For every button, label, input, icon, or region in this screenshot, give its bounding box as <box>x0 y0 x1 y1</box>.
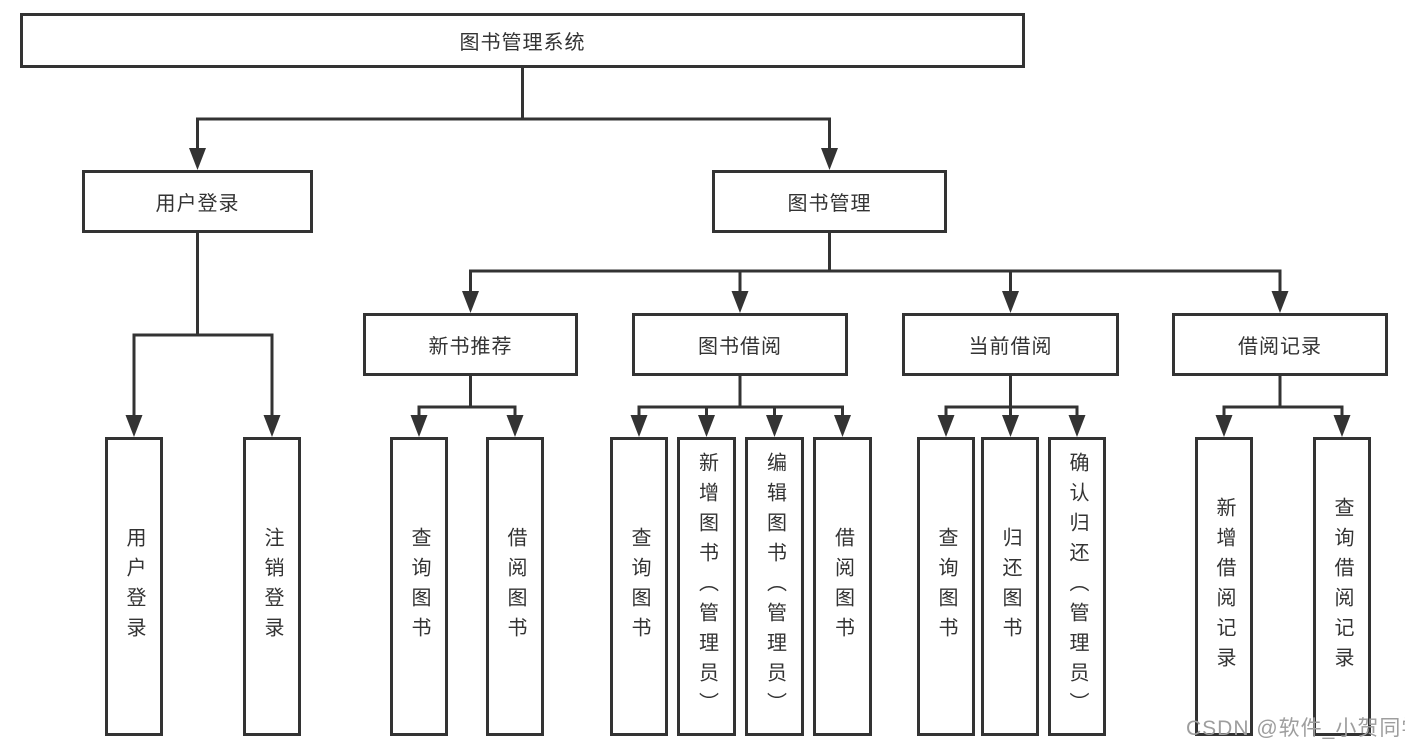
leaf-borrow-books-recommend-label: 借阅图书 <box>504 526 526 647</box>
leaf-borrow-books-recommend: 借阅图书 <box>486 437 544 736</box>
leaf-query-borrow-record-label: 查询借阅记录 <box>1331 496 1353 677</box>
leaf-add-books-admin-label: 新增图书（管理员） <box>695 451 718 722</box>
leaf-borrow-books: 借阅图书 <box>813 437 872 736</box>
leaf-user-login: 用户登录 <box>105 437 163 736</box>
leaf-user-login-label: 用户登录 <box>123 526 145 647</box>
node-borrowing-records: 借阅记录 <box>1172 313 1388 376</box>
leaf-add-books-admin: 新增图书（管理员） <box>677 437 736 736</box>
node-user-login: 用户登录 <box>82 170 313 233</box>
leaf-logout-label: 注销登录 <box>261 526 283 647</box>
leaf-borrow-books-label: 借阅图书 <box>831 526 854 647</box>
node-book-management: 图书管理 <box>712 170 947 233</box>
leaf-edit-books-admin-label: 编辑图书（管理员） <box>763 451 786 722</box>
leaf-query-borrow-record: 查询借阅记录 <box>1313 437 1371 736</box>
leaf-return-books-label: 归还图书 <box>999 526 1021 647</box>
leaf-edit-books-admin: 编辑图书（管理员） <box>745 437 804 736</box>
arrowhead-icons <box>125 148 1351 437</box>
node-book-borrowing: 图书借阅 <box>632 313 848 376</box>
leaf-return-books: 归还图书 <box>981 437 1039 736</box>
watermark: CSDN @软件_小贺同学 <box>1186 717 1405 740</box>
leaf-query-books-current-label: 查询图书 <box>935 526 957 647</box>
leaf-logout: 注销登录 <box>243 437 301 736</box>
leaf-query-books-current: 查询图书 <box>917 437 975 736</box>
leaf-confirm-return-admin: 确认归还（管理员） <box>1048 437 1106 736</box>
leaf-confirm-return-admin-label: 确认归还（管理员） <box>1066 451 1088 722</box>
leaf-query-books-borrowing: 查询图书 <box>610 437 668 736</box>
node-new-book-recommend: 新书推荐 <box>363 313 578 376</box>
node-book-management-system: 图书管理系统 <box>20 13 1025 68</box>
leaf-query-books-recommend-label: 查询图书 <box>408 526 430 647</box>
node-current-borrowing: 当前借阅 <box>902 313 1119 376</box>
leaf-query-books-recommend: 查询图书 <box>390 437 448 736</box>
leaf-query-books-borrowing-label: 查询图书 <box>628 526 650 647</box>
leaf-add-borrow-record-label: 新增借阅记录 <box>1213 496 1235 677</box>
leaf-add-borrow-record: 新增借阅记录 <box>1195 437 1253 736</box>
